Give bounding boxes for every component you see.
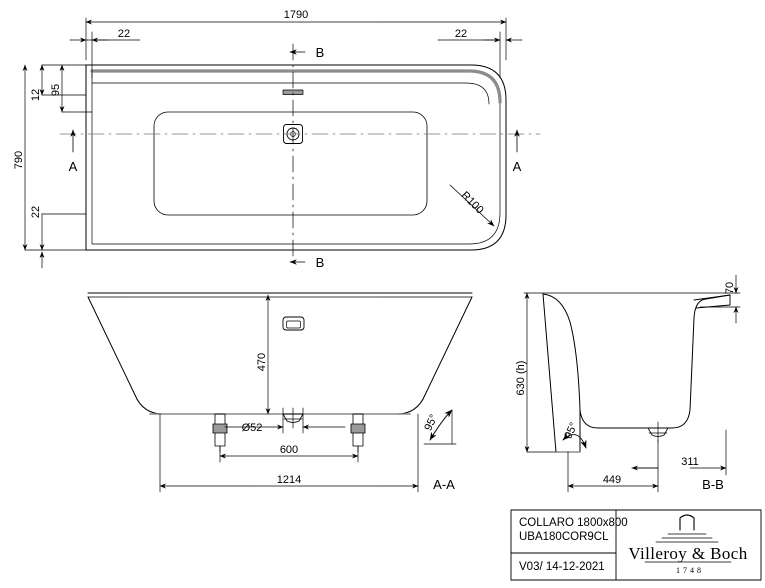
- dim-corner-radius: R100: [459, 189, 486, 216]
- dim-overall-height: 790: [13, 151, 25, 169]
- dim-overall-width: 1790: [284, 9, 308, 21]
- section-mark-a-right: A: [513, 159, 522, 174]
- dim-rim-inner: 95: [50, 84, 62, 96]
- section-mark-b-top: B: [316, 45, 325, 60]
- brand-name: Villeroy & Boch: [628, 544, 747, 563]
- dim-depth: 470: [256, 353, 268, 371]
- article-number: UBA180COR9CL: [519, 531, 609, 543]
- title-block: [510, 509, 762, 581]
- title-block-text: COLLARO 1800x800 UBA180COR9CL V03/ 14-12…: [519, 517, 747, 575]
- revision-date: V03/ 14-12-2021: [519, 561, 605, 573]
- section-mark-a-left: A: [69, 159, 78, 174]
- section-aa-dimensions: [159, 294, 419, 493]
- dim-feet-spacing: 600: [280, 444, 298, 456]
- section-aa-view: [87, 292, 473, 453]
- dim-inset-right: 22: [455, 28, 467, 40]
- dim-rim-height: 70: [724, 282, 736, 294]
- dim-height-bb: 630 (h): [515, 361, 527, 396]
- product-name: COLLARO 1800x800: [519, 517, 628, 529]
- dim-wall-angle-aa: 95°: [422, 413, 440, 433]
- section-marks: [70, 49, 520, 265]
- dim-rim-outer: 12: [30, 89, 42, 101]
- section-bb-dimensions: [524, 274, 741, 493]
- plan-dimensions: [22, 17, 523, 269]
- plan-view: [59, 43, 541, 263]
- section-label-aa: A-A: [433, 477, 455, 492]
- dim-drain-diameter: Ø52: [242, 422, 263, 434]
- dim-base-left: 449: [603, 474, 621, 486]
- dim-bottom-offset: 22: [30, 206, 42, 218]
- dim-base-width: 1214: [277, 474, 301, 486]
- dim-base-right: 311: [681, 456, 699, 468]
- dim-wall-angle-bb: 95°: [562, 421, 580, 441]
- section-bb-view: [523, 292, 741, 453]
- dim-inset-left: 22: [118, 28, 130, 40]
- section-mark-b-bottom: B: [316, 255, 325, 270]
- brand-established: 1748: [676, 566, 704, 575]
- section-label-bb: B-B: [702, 477, 724, 492]
